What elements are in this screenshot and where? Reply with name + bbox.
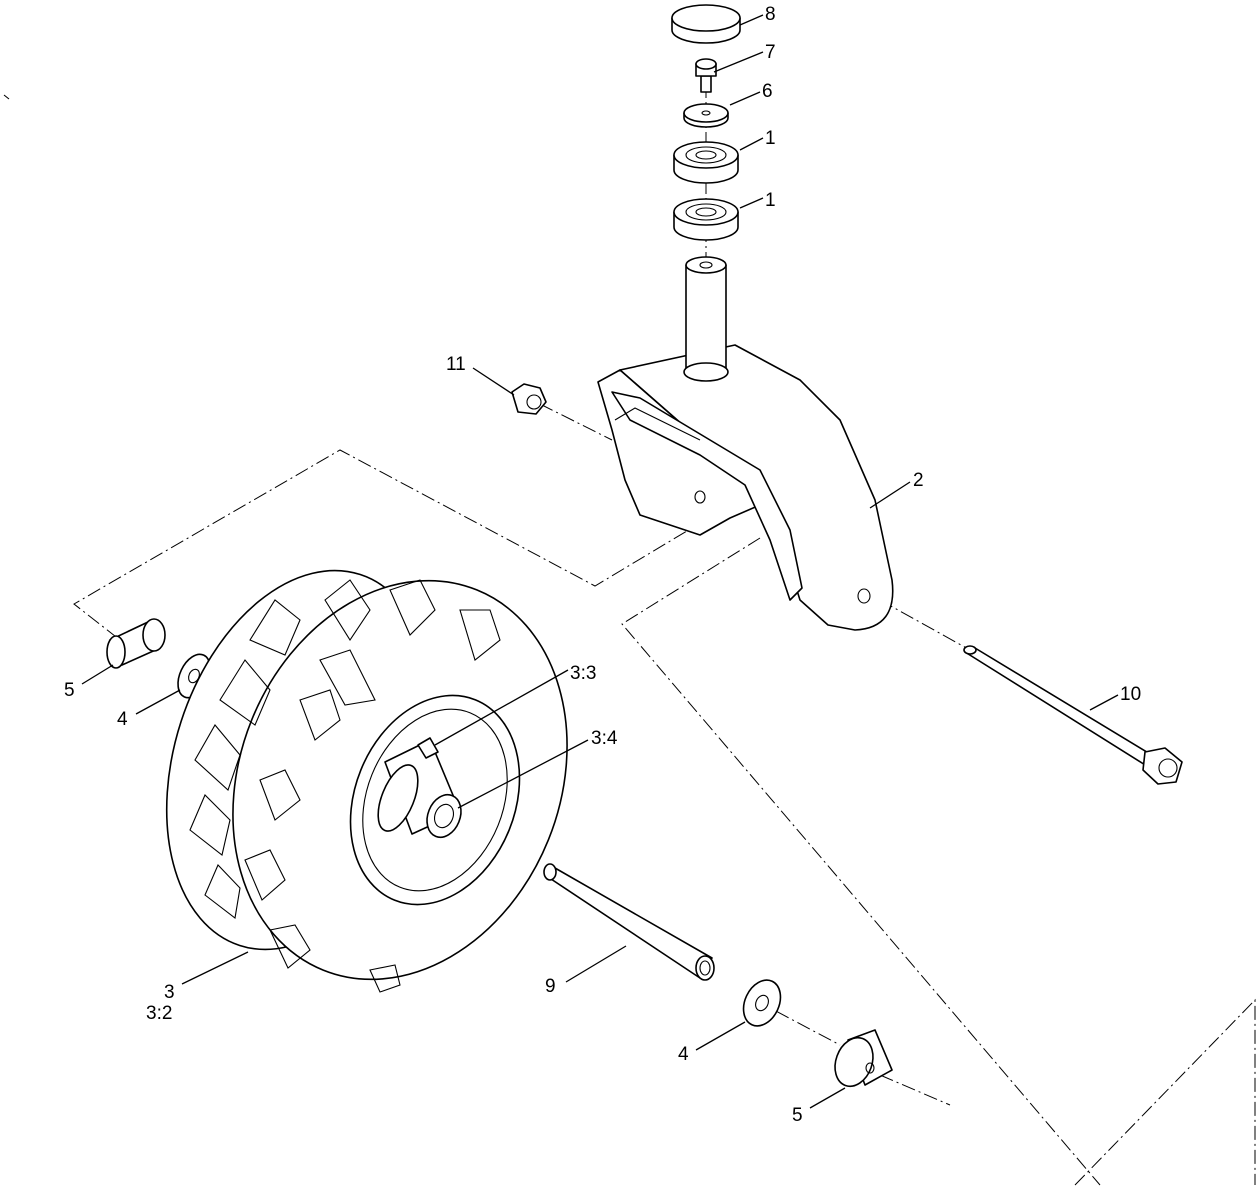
- part-5-spacer-right: [834, 1029, 893, 1088]
- callout-labels: 8 7 6 1 1 11 2 10 5 4 3:3 3:4 3 3:2 9 4 …: [64, 4, 1141, 1126]
- callout-5-right: 5: [792, 1105, 803, 1126]
- callout-3-4: 3:4: [591, 728, 618, 749]
- callout-8: 8: [765, 4, 776, 25]
- callout-11: 11: [446, 354, 466, 375]
- callout-4-left: 4: [117, 709, 128, 730]
- part-6-washer: [683, 103, 729, 128]
- part-1-bearing-upper: [673, 141, 739, 184]
- part-9-spacer-tube: [543, 863, 715, 981]
- callout-7: 7: [765, 42, 776, 63]
- callout-2: 2: [913, 470, 924, 491]
- callout-1-upper: 1: [765, 128, 776, 149]
- callout-9: 9: [545, 976, 556, 997]
- leader-lines: [81, 14, 1119, 1109]
- assembly-guide-lines: [73, 84, 1256, 1186]
- callout-4-right: 4: [678, 1044, 689, 1065]
- callout-3-2: 3:2: [146, 1003, 172, 1024]
- part-4-washer-right: [742, 979, 782, 1027]
- callout-5-left: 5: [64, 680, 75, 701]
- part-1-bearing-lower: [673, 198, 739, 241]
- callout-10: 10: [1120, 684, 1141, 705]
- part-11-nut: [511, 383, 547, 415]
- part-10-axle-bolt: [963, 645, 1183, 785]
- part-7-bolt: [695, 58, 717, 93]
- part-3-wheel-assembly: [165, 569, 568, 993]
- part-2-caster-fork: [597, 256, 894, 631]
- part-5-spacer-left: [106, 618, 166, 669]
- callout-3-3: 3:3: [570, 663, 596, 684]
- callout-6: 6: [762, 81, 773, 102]
- callout-1-lower: 1: [765, 190, 776, 211]
- callout-3: 3: [164, 982, 175, 1003]
- stray-mark: [3, 94, 10, 100]
- part-8-cap: [671, 4, 741, 44]
